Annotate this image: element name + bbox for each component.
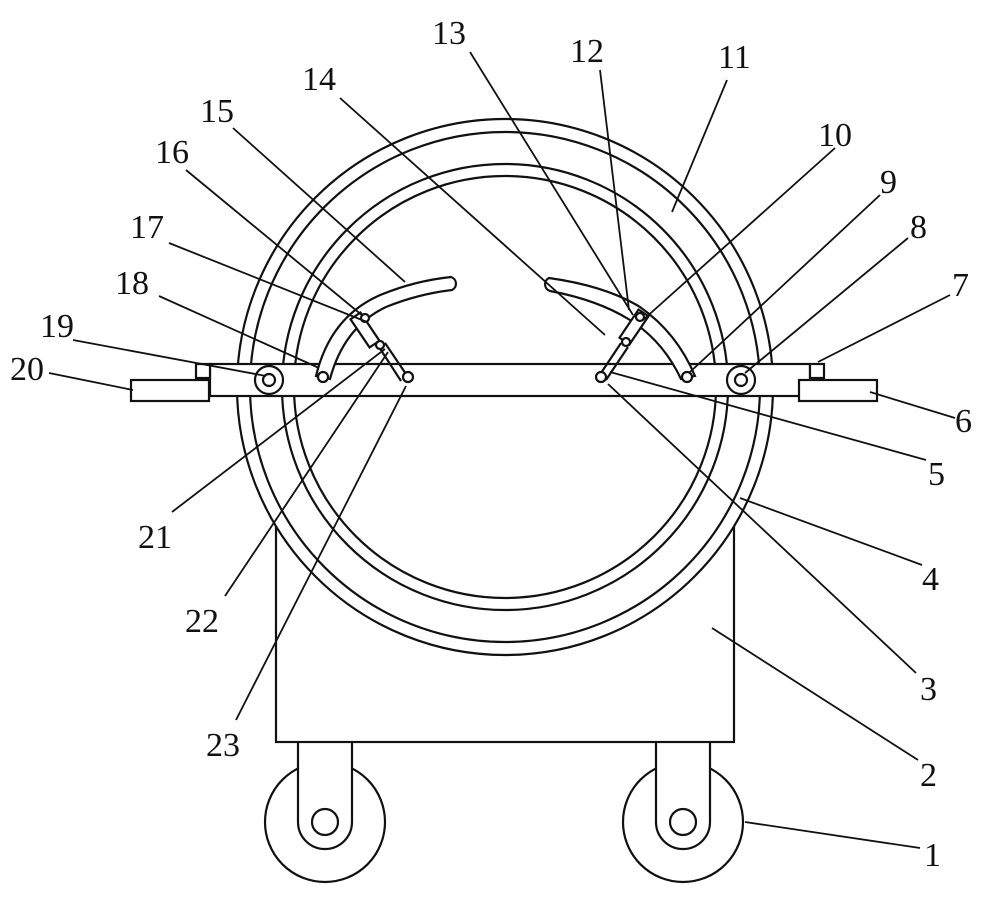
leader-lines	[48, 51, 956, 849]
label-19: 19	[40, 308, 74, 345]
label-21: 21	[138, 519, 172, 556]
crossbar	[208, 362, 812, 398]
label-20: 20	[10, 351, 44, 388]
reference-numerals: 1 2 3 4 5 6 7 8 9 10 11 12 13 14 15 16 1…	[10, 15, 972, 874]
label-12: 12	[570, 33, 604, 70]
left-wheel	[263, 742, 387, 884]
label-5: 5	[928, 456, 945, 493]
label-1: 1	[924, 837, 941, 874]
label-18: 18	[115, 265, 149, 302]
label-2: 2	[920, 757, 937, 794]
right-end-step	[808, 362, 826, 380]
right-roller	[725, 364, 757, 396]
right-curved-arm	[543, 276, 697, 381]
label-7: 7	[952, 267, 969, 304]
right-wheel	[621, 742, 745, 884]
left-end-step	[194, 362, 212, 380]
label-13: 13	[432, 15, 466, 52]
label-16: 16	[155, 134, 189, 171]
label-14: 14	[302, 61, 336, 98]
label-9: 9	[880, 164, 897, 201]
label-17: 17	[130, 209, 164, 246]
label-23: 23	[206, 727, 240, 764]
left-end-block	[129, 378, 211, 403]
label-4: 4	[922, 561, 939, 598]
label-6: 6	[955, 403, 972, 440]
label-8: 8	[910, 209, 927, 246]
label-11: 11	[718, 39, 751, 76]
label-10: 10	[818, 117, 852, 154]
right-end-block	[797, 378, 879, 403]
left-hydraulic-cylinder	[348, 311, 415, 384]
label-15: 15	[200, 93, 234, 130]
right-hydraulic-cylinder	[594, 308, 651, 384]
left-roller	[253, 364, 285, 396]
label-3: 3	[920, 671, 937, 708]
label-22: 22	[185, 603, 219, 640]
